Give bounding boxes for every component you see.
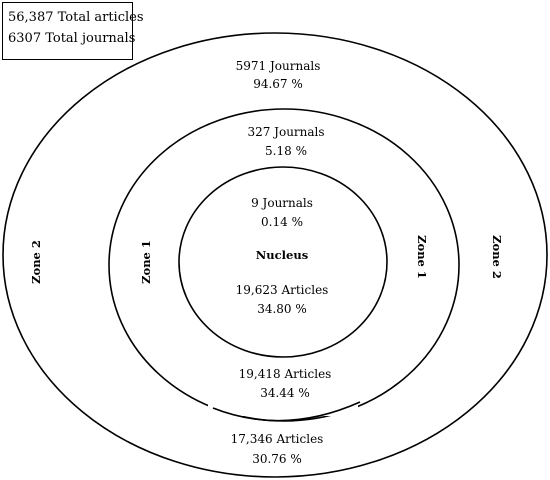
total-journals-text: 6307 Total journals (8, 31, 136, 46)
summary-box: 56,387 Total articles 6307 Total journal… (2, 2, 144, 60)
zone2-articles-text: 17,346 Articles (231, 432, 324, 446)
zone1-label-left: Zone 1 (139, 240, 153, 284)
zone2-articles-pct-text: 30.76 % (252, 452, 302, 466)
nucleus-articles-pct-text: 34.80 % (257, 302, 307, 316)
nucleus-journals-text: 9 Journals (251, 196, 313, 210)
nucleus-label: Nucleus (256, 248, 308, 262)
zone1-journals-text: 327 Journals (247, 125, 324, 139)
zone1-articles-text: 19,418 Articles (239, 367, 332, 381)
zone2-journals-pct-text: 94.67 % (253, 77, 303, 91)
total-articles-text: 56,387 Total articles (8, 10, 144, 25)
zone1-journals-pct-text: 5.18 % (265, 144, 307, 158)
zone1-ellipse-gap (208, 396, 358, 416)
zone1-label-right: Zone 1 (415, 235, 429, 279)
nucleus-ellipse (178, 166, 388, 358)
nucleus-journals-pct-text: 0.14 % (261, 215, 303, 229)
zone2-ellipse (2, 32, 548, 478)
zone2-label-right: Zone 2 (490, 235, 504, 279)
zone1-articles-pct-text: 34.44 % (260, 386, 310, 400)
zone2-label-left: Zone 2 (29, 240, 43, 284)
nucleus-articles-text: 19,623 Articles (236, 283, 329, 297)
zone2-journals-text: 5971 Journals (236, 59, 321, 73)
zone1-ellipse-bottom-segment (212, 401, 361, 422)
